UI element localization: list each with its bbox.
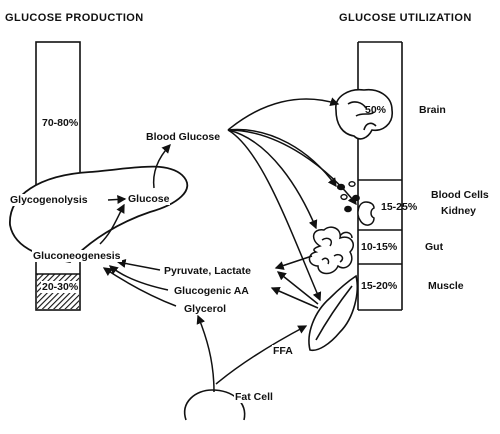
arrow-fat-cell-to-glycerol: [196, 314, 215, 393]
muscle-icon: [308, 274, 358, 352]
utilization-bar: [357, 41, 403, 311]
glycogenolysis-label: Glycogenolysis: [9, 194, 89, 206]
fat-cell-label: Fat Cell: [234, 391, 274, 403]
glucose-production-header: GLUCOSE PRODUCTION: [5, 12, 144, 24]
blood-glucose-label: Blood Glucose: [145, 131, 222, 143]
arrow-glucose-to-blood-glucose: [152, 144, 171, 189]
gut-label: Gut: [425, 241, 444, 253]
kidney-icon: [357, 201, 375, 226]
glycerol-label: Glycerol: [183, 303, 228, 315]
muscle-label: Muscle: [428, 280, 464, 292]
arrow-to-muscle: [227, 129, 322, 302]
gluconeogenesis-label: Gluconeogenesis: [32, 250, 122, 262]
arrow-to-blood-cells: [227, 128, 337, 188]
brain-label: Brain: [419, 104, 446, 116]
arrow-to-kidney: [227, 129, 357, 206]
gut-percent: 10-15%: [361, 241, 398, 253]
production-lower-percent: 20-30%: [41, 281, 80, 293]
gut-icon: [308, 226, 354, 275]
blood-cells-kidney-percent: 15-25%: [381, 201, 418, 213]
glucose-utilization-header: GLUCOSE UTILIZATION: [339, 12, 472, 24]
pyruvate-lactate-label: Pyruvate, Lactate: [163, 265, 252, 277]
ffa-label: FFA: [272, 345, 294, 357]
arrow-aa-to-gluconeogenesis: [108, 265, 169, 291]
arrow-muscle-to-glucogenic-aa: [270, 286, 319, 309]
arrow-fat-cell-to-ffa: [215, 325, 308, 385]
muscle-percent: 15-20%: [361, 280, 398, 292]
blood-cells-label: Blood Cells: [431, 189, 489, 201]
flow-arrows: [99, 97, 357, 393]
brain-icon: [335, 88, 393, 140]
arrow-gut-to-pyruvate: [274, 255, 313, 270]
brain-percent: 50%: [365, 104, 387, 116]
arrow-pyruvate-to-gluconeogenesis: [116, 259, 161, 271]
arrow-glycerol-to-gluconeogenesis: [102, 267, 177, 307]
arrow-muscle-to-pyruvate: [276, 271, 319, 305]
kidney-label: Kidney: [441, 205, 477, 217]
glucogenic-aa-label: Glucogenic AA: [173, 285, 250, 297]
arrow-to-brain: [227, 97, 340, 131]
arrow-to-gut: [227, 129, 318, 230]
glucose-label: Glucose: [127, 193, 171, 205]
arrow-glycogenolysis-to-glucose: [107, 194, 127, 204]
production-upper-percent: 70-80%: [42, 117, 79, 129]
arrow-gluconeogenesis-to-glucose: [99, 203, 125, 245]
fat-cell-icon: [183, 389, 246, 421]
